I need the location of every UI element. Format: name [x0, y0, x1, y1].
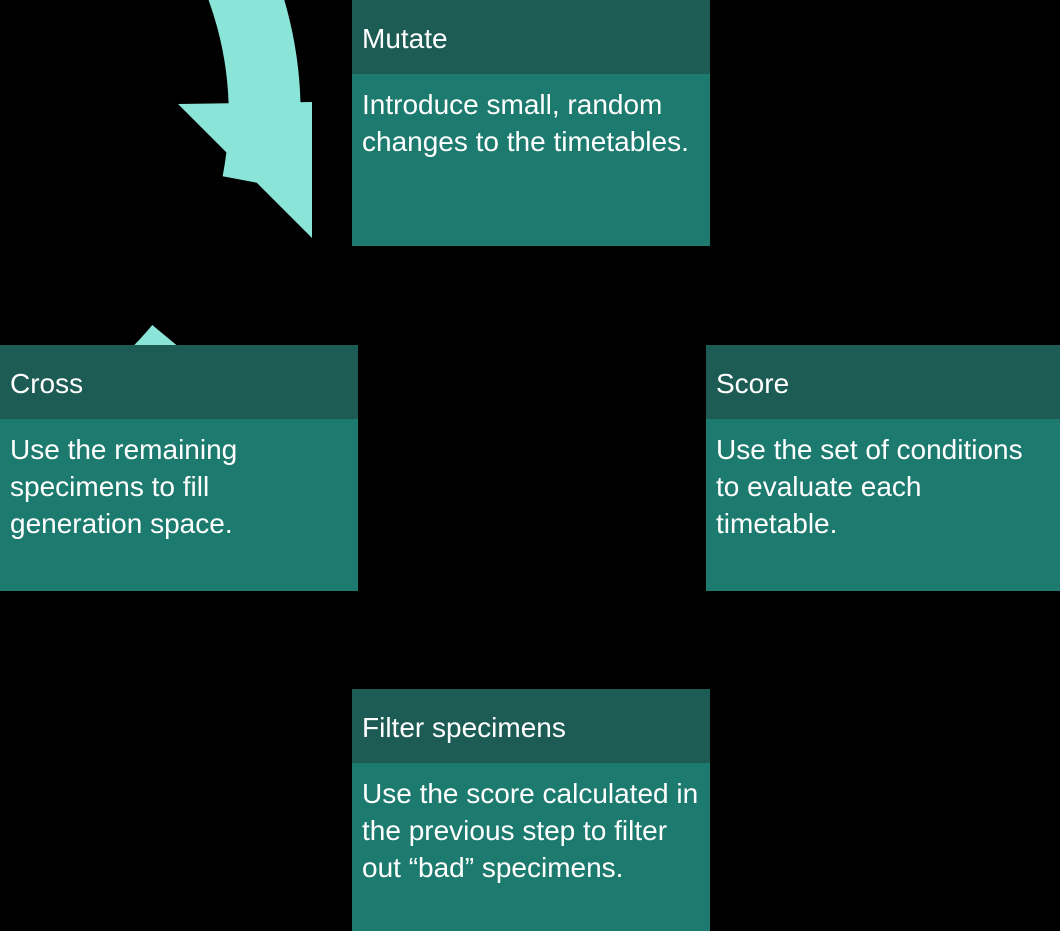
step-description-filter-specimens: Use the score calculated in the previous… — [352, 763, 710, 931]
step-title-cross: Cross — [0, 345, 358, 419]
step-title-mutate: Mutate — [352, 0, 710, 74]
step-description-mutate: Introduce small, random changes to the t… — [352, 74, 710, 246]
step-card-mutate: Mutate Introduce small, random changes t… — [352, 0, 710, 246]
step-card-filter-specimens: Filter specimens Use the score calculate… — [352, 689, 710, 931]
step-card-score: Score Use the set of conditions to evalu… — [706, 345, 1060, 591]
step-description-cross: Use the remaining specimens to fill gene… — [0, 419, 358, 591]
step-title-score: Score — [706, 345, 1060, 419]
step-title-filter-specimens: Filter specimens — [352, 689, 710, 763]
step-card-cross: Cross Use the remaining specimens to fil… — [0, 345, 358, 591]
cycle-arrowhead — [178, 102, 312, 238]
step-description-score: Use the set of conditions to evaluate ea… — [706, 419, 1060, 591]
